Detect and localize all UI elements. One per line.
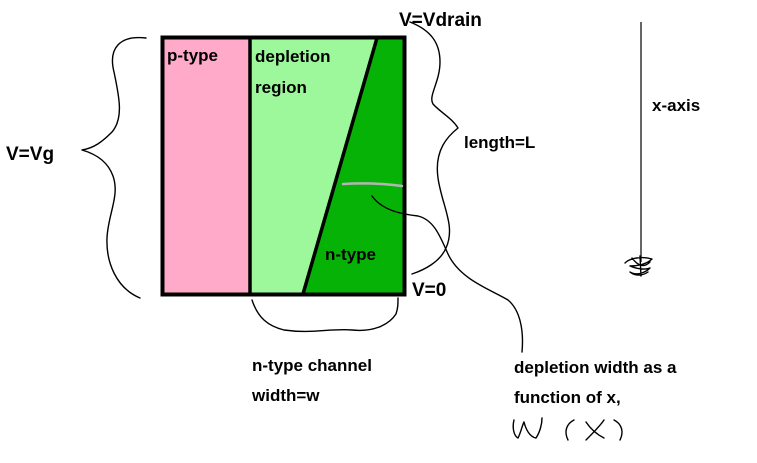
v-gate-label: V=Vg <box>6 144 54 165</box>
handwritten-w-x-label <box>512 417 623 441</box>
depletion-width-pointer <box>371 195 524 353</box>
device-outline <box>160 35 407 297</box>
x-axis-arrowhead <box>624 255 653 277</box>
length-label: length=L <box>464 133 535 152</box>
channel-width-label-line1: n-type channel <box>252 356 372 375</box>
v-drain-label: V=Vdrain <box>399 10 482 31</box>
depletion-region <box>250 38 377 294</box>
depletion-width-label-line2: function of x, <box>514 388 621 407</box>
n-type-label: n-type <box>325 245 376 264</box>
depletion-region-label-line2: region <box>255 78 307 97</box>
depletion-width-label-line1: depletion width as a <box>514 358 677 377</box>
depletion-width-indicator <box>341 182 404 188</box>
channel-width-brace <box>251 297 399 333</box>
gate-brace <box>81 36 147 299</box>
x-axis-label: x-axis <box>652 96 700 115</box>
p-type-label: p-type <box>167 46 218 65</box>
n-type-region <box>304 38 404 294</box>
p-type-region <box>164 38 250 294</box>
v-zero-label: V=0 <box>412 280 446 301</box>
depletion-boundary-line <box>301 37 379 295</box>
channel-width-label-line2: width=w <box>251 386 320 405</box>
depletion-region-label-line1: depletion <box>255 47 331 66</box>
length-brace <box>409 21 459 275</box>
